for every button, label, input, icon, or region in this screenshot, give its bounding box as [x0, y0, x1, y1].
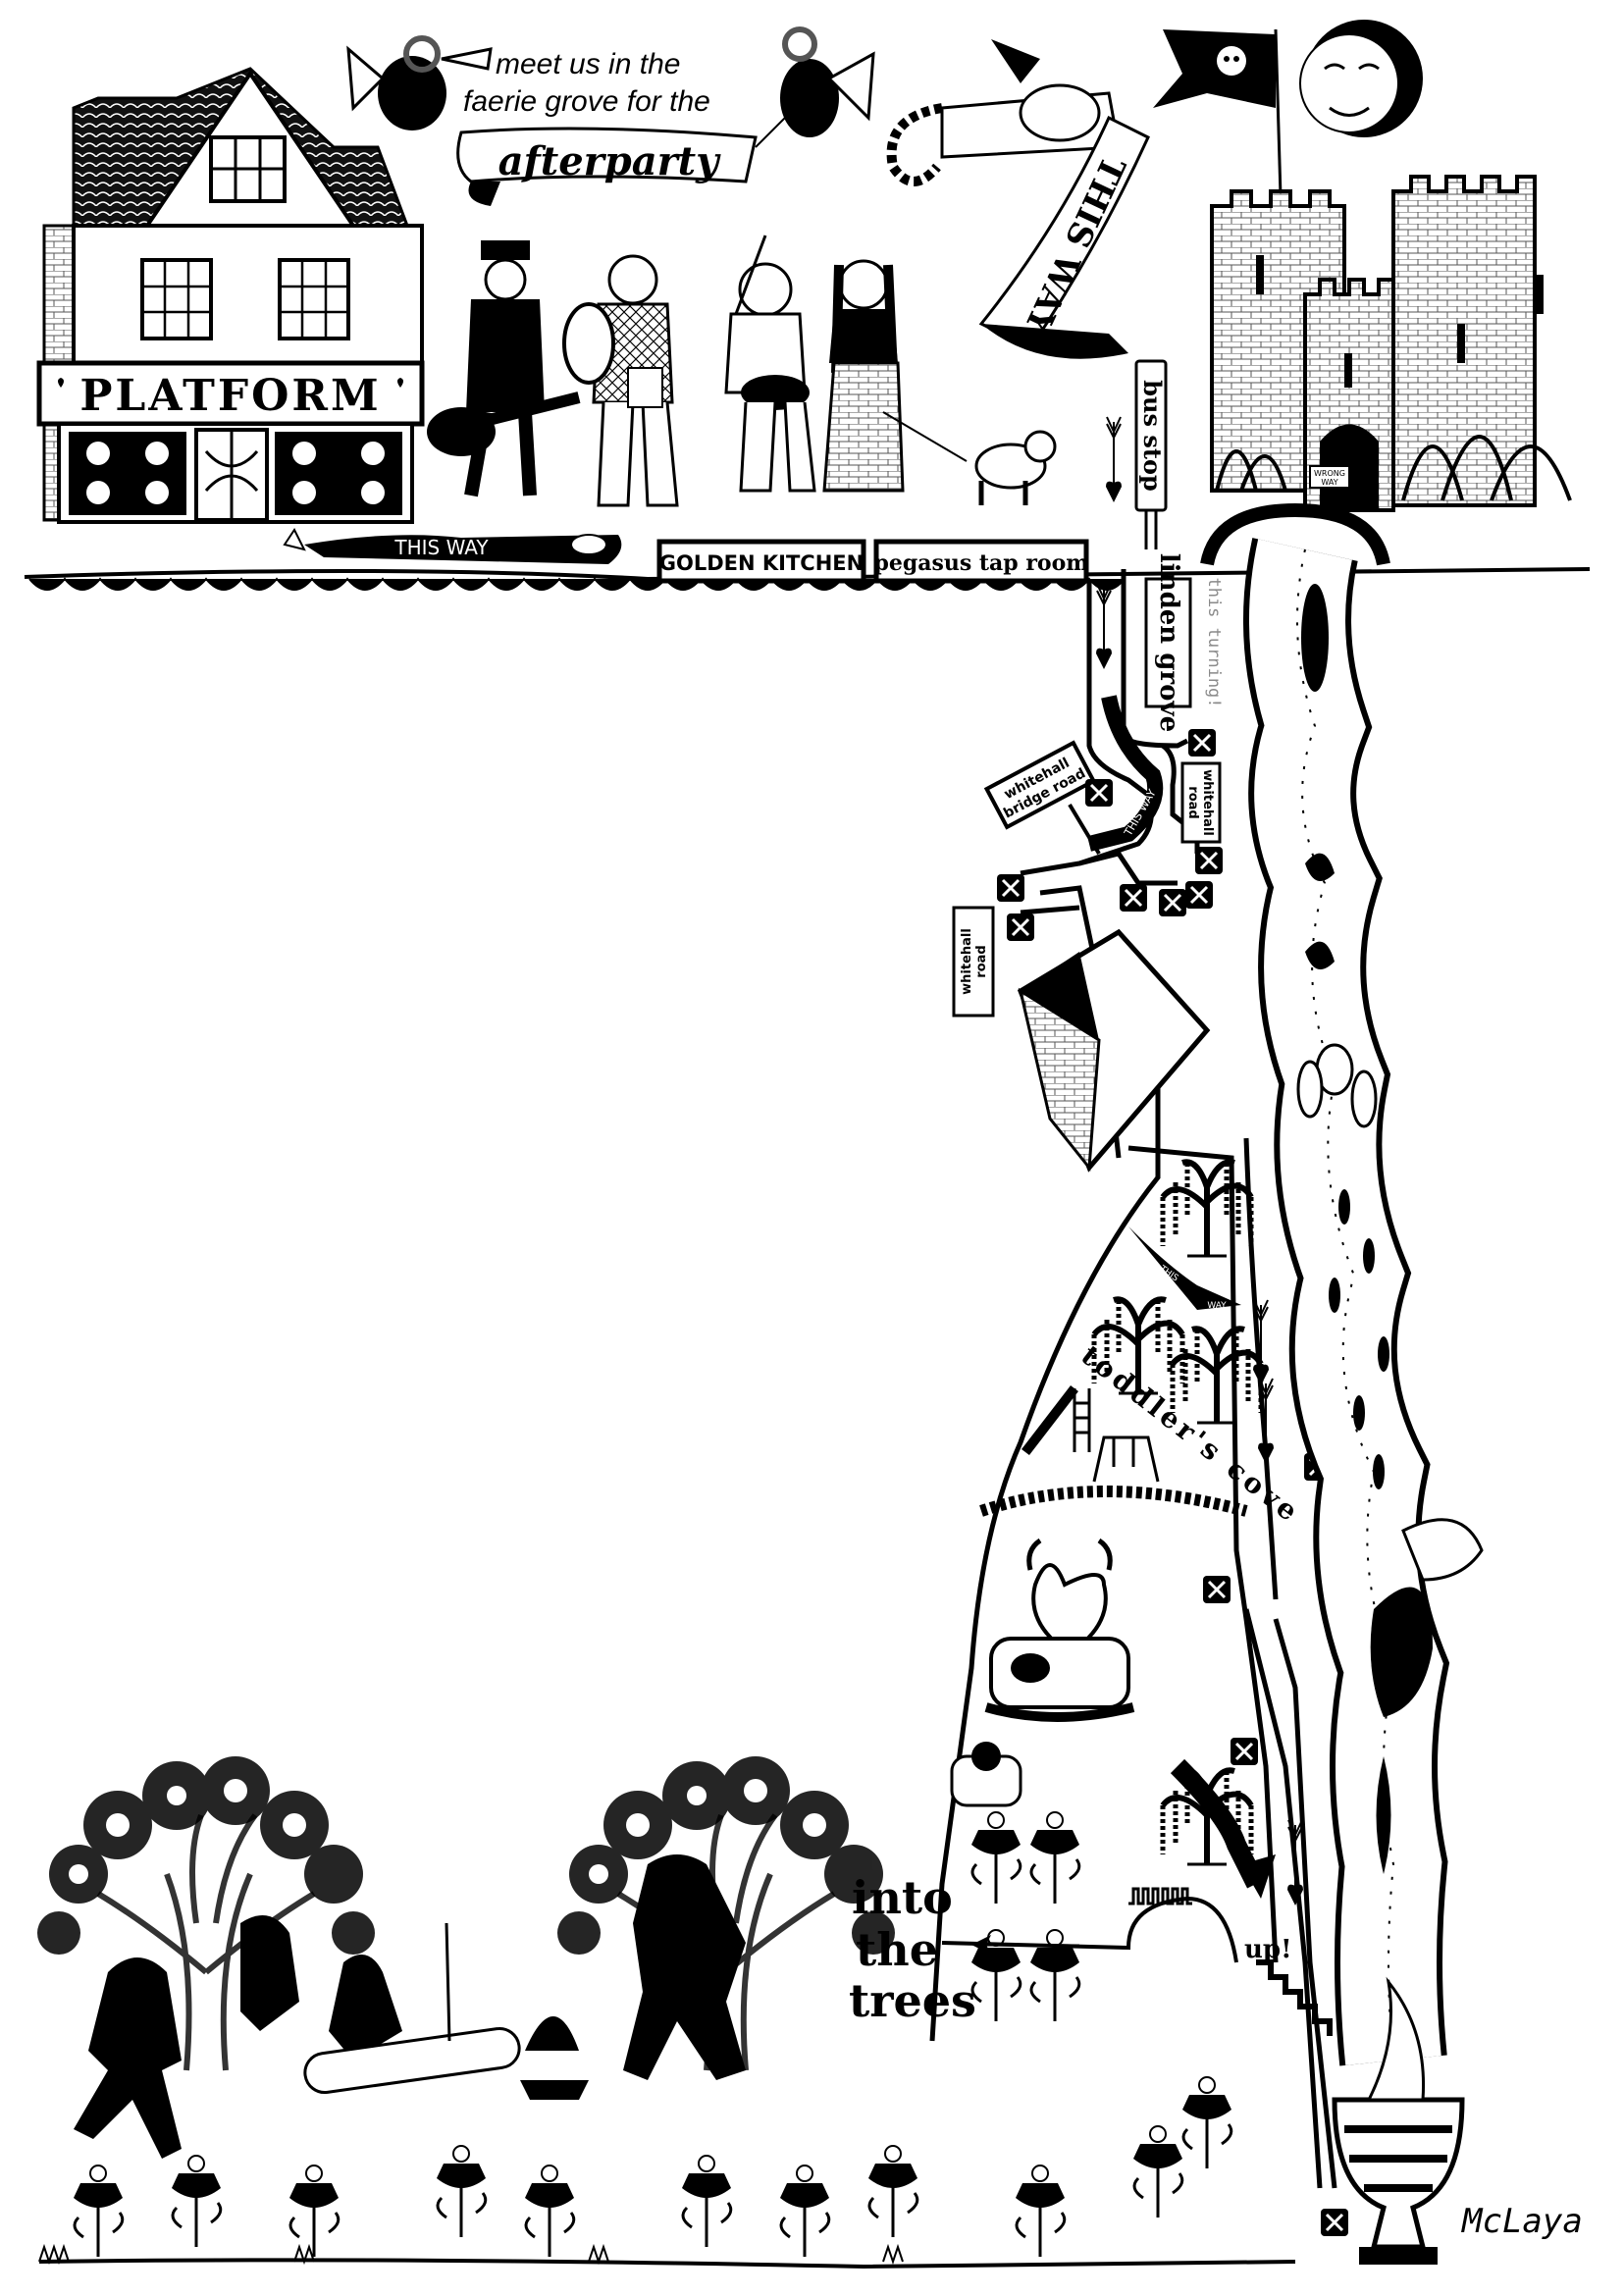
- x-marker-icon: [1201, 1574, 1232, 1605]
- calf-icon: [950, 1742, 1022, 1807]
- shop-sign: PLATFORM: [79, 371, 381, 421]
- urn-icon: [1332, 1976, 1465, 2265]
- x-marker-icon: [1157, 887, 1188, 918]
- hedge: [979, 1486, 1248, 1517]
- fire-figure-icon: [1376, 1756, 1391, 1874]
- fish-icon: [1338, 1189, 1350, 1225]
- svg-text:bus stop: bus stop: [1138, 380, 1167, 491]
- dancer-silhouette: [74, 1957, 182, 2159]
- arrow-icon: [1095, 583, 1113, 670]
- swan-icon: [1370, 1587, 1433, 1717]
- oak-tree-icon: [37, 1756, 375, 2070]
- venue-pegasus-tap-room: pegasus tap room: [873, 550, 1088, 576]
- into-the-trees-path: [941, 1887, 1238, 1963]
- this-turning-note: this turning!: [1204, 577, 1224, 707]
- winged-ram-right-icon: [755, 26, 875, 148]
- fish-this-way: THIS WAY: [1128, 1226, 1241, 1311]
- x-marker-icon: [1005, 912, 1036, 943]
- svg-text:linden grove: linden grove: [1154, 553, 1183, 732]
- corner-house: [1017, 928, 1211, 1173]
- faerie-grove: [37, 1756, 1296, 2270]
- swing-icon: [1092, 1435, 1160, 1483]
- backpacker: [562, 254, 679, 507]
- cat-scroll: THIS WAY: [886, 39, 1150, 359]
- guitarist-silhouette: [329, 1955, 402, 2061]
- x-marker-icon: [1083, 777, 1115, 809]
- faun-piper-silhouette: [623, 1854, 746, 2080]
- dragon-banner-text: THIS WAY: [393, 536, 489, 559]
- log: [303, 2026, 521, 2095]
- linden-grove-sign: linden grove this turning!: [1144, 553, 1224, 732]
- artist-signature: McLaya: [1461, 2202, 1583, 2241]
- fiddler-silhouette: [240, 1915, 299, 2031]
- bluebells: [969, 1810, 1081, 2023]
- x-marker-icon: [1193, 845, 1225, 876]
- high-street: THIS WAY GOLDEN KITCHEN pegasus tap room: [24, 528, 1591, 591]
- scroll-this-way: THIS WAY: [1016, 150, 1132, 340]
- svg-text:road: road: [974, 945, 989, 977]
- x-marker-icon: [1186, 727, 1218, 758]
- cow-icon: [984, 1538, 1135, 1722]
- dragon-this-way: THIS WAY: [283, 528, 622, 564]
- invitation-banner: meet us in the faerie grove for the afte…: [346, 26, 875, 206]
- slide-icon: [1022, 1384, 1091, 1456]
- castle-icon: WRONG WAY: [1200, 175, 1572, 566]
- dog-walker: [822, 259, 968, 493]
- whitehall-bridge-road-sign: whitehall bridge road: [983, 740, 1101, 856]
- skull-flag-icon: [1153, 28, 1283, 197]
- winged-ram-left-icon: [346, 35, 493, 130]
- silhouette-figures: [74, 1854, 746, 2159]
- venue-golden-kitchen: GOLDEN KITCHEN: [659, 551, 864, 575]
- x-marker-icon: [1319, 2207, 1350, 2238]
- seahorse-icon: [1296, 1060, 1324, 1119]
- wand-girl: [724, 235, 816, 493]
- bus-stop-sign: bus stop: [1134, 359, 1168, 549]
- river: [1243, 538, 1484, 2066]
- x-marker-icon: [1183, 879, 1215, 911]
- svg-text:WRONG: WRONG: [1314, 469, 1345, 478]
- svg-text:WAY: WAY: [1321, 478, 1337, 487]
- svg-text:road: road: [1185, 786, 1200, 818]
- platform-building: PLATFORM: [36, 67, 425, 524]
- svg-text:whitehall: whitehall: [960, 928, 974, 995]
- ground-flowers: [72, 2075, 1233, 2259]
- river-creatures: [1296, 584, 1484, 1874]
- afterparty-ribbon: afterparty: [498, 138, 722, 184]
- seahorse-icon: [1350, 1070, 1378, 1128]
- seahorse-icon: [1305, 853, 1335, 881]
- mermaid-icon: [1301, 584, 1329, 692]
- x-marker-icon: [1118, 882, 1149, 913]
- wrong-way-sign: WRONG WAY: [1309, 465, 1350, 489]
- crescent-moon-icon: [1299, 20, 1423, 137]
- svg-text:trees: trees: [849, 1974, 976, 2027]
- campfire-icon: [525, 2016, 579, 2051]
- arrow-icon: [1105, 416, 1123, 503]
- invitation-line-2: faerie grove for the: [463, 85, 710, 118]
- invitation-line-1: meet us in the: [496, 48, 680, 80]
- svg-text:WAY: WAY: [1207, 1301, 1227, 1311]
- svg-text:whitehall: whitehall: [1200, 769, 1215, 836]
- dog-icon: [974, 430, 1057, 505]
- stairs: [1256, 1959, 1333, 2036]
- swan-icon: [1401, 1518, 1484, 1582]
- guitarist: [427, 240, 581, 497]
- willow-tree-icon: [1163, 1162, 1251, 1256]
- toddlers-cove-label: toddler's cove: [1075, 1339, 1307, 1531]
- seahorse-icon: [1305, 941, 1335, 969]
- x-marker-icon: [995, 872, 1026, 904]
- x-marker-icon: [1229, 1736, 1260, 1767]
- band-characters: [427, 235, 1057, 507]
- torch: [445, 1922, 451, 2042]
